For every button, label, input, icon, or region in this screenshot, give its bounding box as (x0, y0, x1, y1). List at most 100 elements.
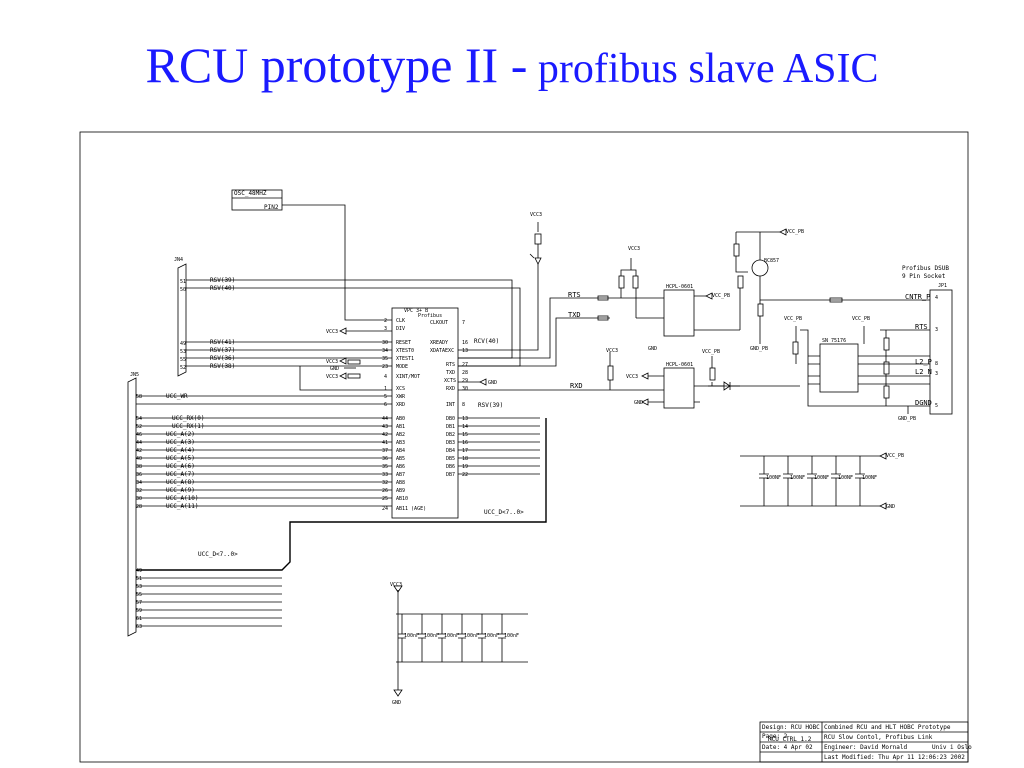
jp1-pin-label: L2_N (915, 368, 932, 376)
asic-pin: AB4 (396, 448, 405, 454)
decoupling-caps-right (740, 452, 887, 510)
opto1-label: HCPL-0601 (666, 284, 693, 290)
gnd-pb-label: GND_PB (750, 346, 768, 352)
jp1-pin-label: DGND (915, 399, 932, 407)
opto-coupler-1 (663, 289, 695, 337)
jn5-pin: 54 (136, 416, 142, 422)
net-label: UCC_A(9) (166, 487, 195, 494)
asic-pin-num: 28 (462, 370, 468, 376)
cap-label: 100NF (862, 475, 877, 481)
tb-modified: Last Modified: Thu Apr 11 12:06:23 2002 (824, 754, 965, 761)
asic-pin: XDATAEXC (430, 348, 454, 354)
jn5-pin: 63 (136, 624, 142, 630)
net-label: UCC_RX(0) (172, 415, 205, 422)
asic-pin: RXD (446, 386, 455, 392)
bus-lines-bottom (136, 569, 282, 627)
cap-label: 100NF (838, 475, 853, 481)
gnd-pb-label: GND_PB (898, 416, 916, 422)
osc-pin: PIN2 (264, 204, 279, 211)
jn5-pin: 52 (136, 424, 142, 430)
net-label: RSV(41) (210, 339, 235, 346)
jn4-pin: 55 (180, 357, 186, 363)
asic-pin-num: 37 (382, 448, 388, 454)
jp1-pin-num: 5 (935, 403, 938, 409)
asic-pin: XCS (396, 386, 405, 392)
cap-label: 100nF (504, 633, 519, 639)
jn4-label: JN4 (174, 257, 183, 263)
net-label: UCC_A(5) (166, 455, 195, 462)
tb-sheet: Page: 2 (762, 733, 788, 740)
cap-label: 100nF (424, 633, 439, 639)
tb-project: Combined RCU and HLT HOBC Prototype (824, 724, 951, 731)
net-label: RSV(38) (210, 363, 235, 370)
asic-pin-num: 16 (462, 340, 468, 346)
asic-pin: MODE (396, 364, 408, 370)
data-bus (136, 418, 547, 571)
jp1-name: JP1 (938, 283, 947, 289)
title-sub: profibus slave ASIC (527, 46, 879, 92)
asic-pin: AB8 (396, 480, 405, 486)
asic-pin-num: 22 (462, 472, 468, 478)
net-label: UCC_A(7) (166, 471, 195, 478)
asic-pin: XRD (396, 402, 405, 408)
asic-pin-num: 34 (382, 348, 388, 354)
jn5-pin: 51 (136, 576, 142, 582)
net-label: UCC_A(10) (166, 495, 199, 502)
net-rxd: RXD (570, 382, 583, 390)
asic-pin: CLKOUT (430, 320, 448, 326)
net-label: RSV(36) (210, 355, 235, 362)
oscillator (231, 189, 283, 211)
cap-label: 100NF (766, 475, 781, 481)
jp1-pin-label: CNTR_P (905, 293, 930, 301)
transceiver-label: SN 75176 (822, 338, 846, 344)
sheet-frame (79, 131, 969, 763)
asic-pin-num: 35 (382, 356, 388, 362)
asic-pin-num: 3 (384, 326, 387, 332)
asic-pin: DB3 (446, 440, 455, 446)
net-txd: TXD (568, 311, 581, 319)
asic-pin: XCTS (444, 378, 456, 384)
asic-pin: AB2 (396, 432, 405, 438)
cap-label: 100NF (790, 475, 805, 481)
asic-pin: AB3 (396, 440, 405, 446)
cap-label: 100nF (404, 633, 419, 639)
cap-label: 100nF (464, 633, 479, 639)
osc-name: OSC_48MHZ (234, 190, 267, 197)
jn5-pin: 32 (136, 488, 142, 494)
asic-pin-num: 36 (382, 456, 388, 462)
asic-pin-num: 1 (384, 386, 387, 392)
jn5-pin: 28 (136, 504, 142, 510)
jp1-pin-num: 3 (935, 371, 938, 377)
gnd-label: GND (330, 366, 339, 372)
gnd-label: GND (648, 346, 657, 352)
vcc-label: VCC3 (626, 374, 638, 380)
vcc-pb-label: VCC_PB (786, 229, 804, 235)
cap-label: 100nF (444, 633, 459, 639)
jp1-label1: Profibus DSUB (902, 265, 949, 272)
asic-pin-num: 5 (384, 394, 387, 400)
asic-left-numbers: 2 3 30 34 35 23 4 1 5 6 44 43 42 41 37 3… (382, 318, 388, 512)
tb-engineer: Engineer: David Mornald (824, 744, 907, 751)
opto2-label: HCPL-0601 (666, 362, 693, 368)
asic-pin-num: 18 (462, 456, 468, 462)
jn4-pin: 53 (180, 349, 186, 355)
tb-desc: RCU Slow Contol, Profibus Link (824, 734, 933, 741)
jn4-pin: 51 (180, 279, 186, 285)
net-ucc-d: UCC_D<7..0> (484, 509, 524, 516)
data-lines (458, 417, 540, 475)
jn5-pin: 44 (136, 440, 142, 446)
asic-pin-num: 30 (462, 386, 468, 392)
jn5-pin: 58 (136, 394, 142, 400)
jn5-pin: 59 (136, 608, 142, 614)
vcc-pb-label: VCC_PB (712, 293, 730, 299)
asic-pin-num: 24 (382, 506, 388, 512)
asic-left-pins: CLK DIV RESET XTEST0 XTEST1 MODE XINT/MO… (396, 318, 426, 512)
jn5-pin: 46 (136, 432, 142, 438)
slide-title: RCU prototype II - profibus slave ASIC (0, 36, 1024, 94)
jp1-label2: 9 Pin Socket (902, 273, 946, 280)
asic-pin-num: 6 (384, 402, 387, 408)
asic-pin: DB7 (446, 472, 455, 478)
asic-right-numbers: 7 16 13 27 28 29 30 8 13 14 15 16 17 18 … (462, 320, 468, 478)
jp1-pin-num: 8 (935, 361, 938, 367)
jn4-pin: 52 (180, 365, 186, 371)
